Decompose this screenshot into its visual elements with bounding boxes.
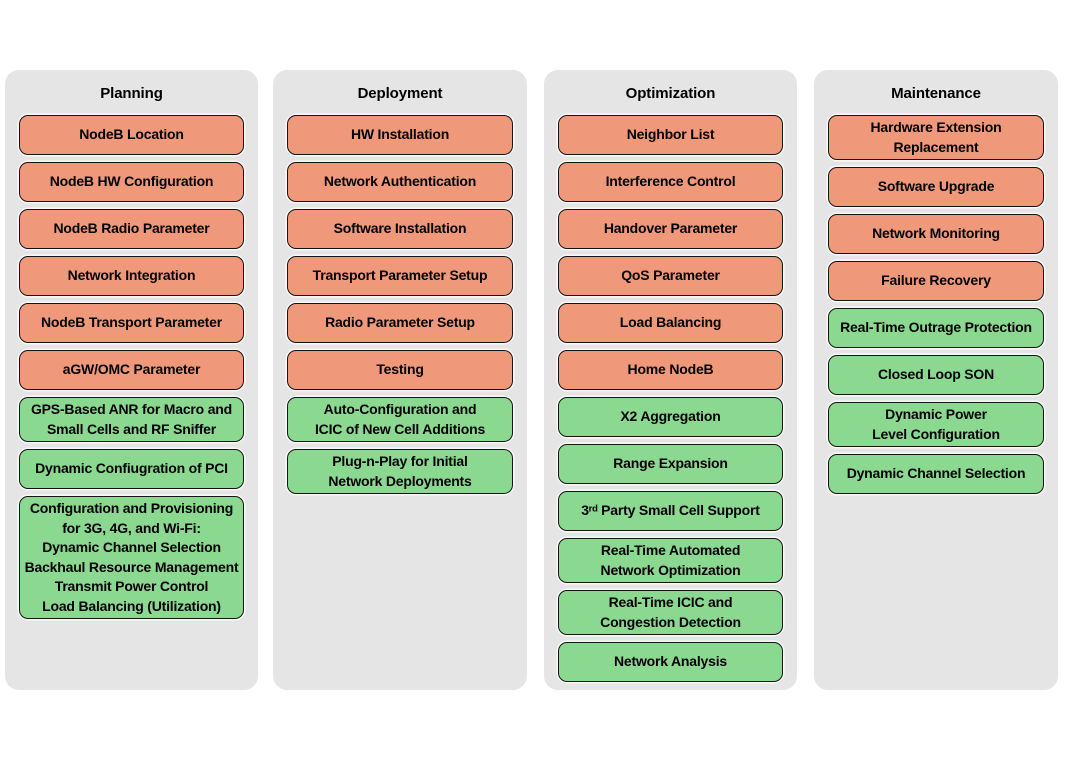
- task-box-handover-parameter: Handover Parameter: [558, 209, 783, 249]
- task-box-real-time-automated-network-optimization: Real-Time Automated Network Optimization: [558, 538, 783, 583]
- task-box-network-analysis: Network Analysis: [558, 642, 783, 682]
- task-box-load-balancing: Load Balancing: [558, 303, 783, 343]
- task-box-testing: Testing: [287, 350, 513, 390]
- task-box-nodeb-location: NodeB Location: [19, 115, 244, 155]
- task-box-closed-loop-son: Closed Loop SON: [828, 355, 1044, 395]
- task-box-nodeb-hw-configuration: NodeB HW Configuration: [19, 162, 244, 202]
- task-box-network-integration: Network Integration: [19, 256, 244, 296]
- task-box-network-monitoring: Network Monitoring: [828, 214, 1044, 254]
- task-box-gps-based-anr-for-macro-and-small-cells-an: GPS-Based ANR for Macro and Small Cells …: [19, 397, 244, 442]
- task-box-plug-n-play-for-initial-network-deployment: Plug-n-Play for Initial Network Deployme…: [287, 449, 513, 494]
- task-box-real-time-outrage-protection: Real-Time Outrage Protection: [828, 308, 1044, 348]
- task-box-nodeb-radio-parameter: NodeB Radio Parameter: [19, 209, 244, 249]
- column-title-planning: Planning: [100, 85, 163, 102]
- task-box-software-upgrade: Software Upgrade: [828, 167, 1044, 207]
- task-box-x2-aggregation: X2 Aggregation: [558, 397, 783, 437]
- task-box-3-party-small-cell-support: 3ʳᵈ Party Small Cell Support: [558, 491, 783, 531]
- task-box-hw-installation: HW Installation: [287, 115, 513, 155]
- task-box-failure-recovery: Failure Recovery: [828, 261, 1044, 301]
- task-box-dynamic-confiugration-of-pci: Dynamic Confiugration of PCI: [19, 449, 244, 489]
- task-box-transport-parameter-setup: Transport Parameter Setup: [287, 256, 513, 296]
- task-box-radio-parameter-setup: Radio Parameter Setup: [287, 303, 513, 343]
- task-box-interference-control: Interference Control: [558, 162, 783, 202]
- task-box-range-expansion: Range Expansion: [558, 444, 783, 484]
- task-box-dynamic-channel-selection: Dynamic Channel Selection: [828, 454, 1044, 494]
- column-title-optimization: Optimization: [625, 85, 716, 102]
- column-title-maintenance: Maintenance: [891, 85, 981, 102]
- task-box-agw-omc-parameter: aGW/OMC Parameter: [19, 350, 244, 390]
- task-box-dynamic-power-level-configuration: Dynamic Power Level Configuration: [828, 402, 1044, 447]
- task-box-auto-configuration-and-icic-of-new-cell-ad: Auto-Configuration and ICIC of New Cell …: [287, 397, 513, 442]
- task-box-hardware-extension-replacement: Hardware Extension Replacement: [828, 115, 1044, 160]
- task-box-qos-parameter: QoS Parameter: [558, 256, 783, 296]
- task-box-neighbor-list: Neighbor List: [558, 115, 783, 155]
- task-box-home-nodeb: Home NodeB: [558, 350, 783, 390]
- task-box-configuration-and-provisioning-for-3g-4g-a: Configuration and Provisioning for 3G, 4…: [19, 496, 244, 619]
- task-box-network-authentication: Network Authentication: [287, 162, 513, 202]
- column-title-deployment: Deployment: [357, 85, 443, 102]
- task-box-software-installation: Software Installation: [287, 209, 513, 249]
- task-box-nodeb-transport-parameter: NodeB Transport Parameter: [19, 303, 244, 343]
- task-box-real-time-icic-and-congestion-detection: Real-Time ICIC and Congestion Detection: [558, 590, 783, 635]
